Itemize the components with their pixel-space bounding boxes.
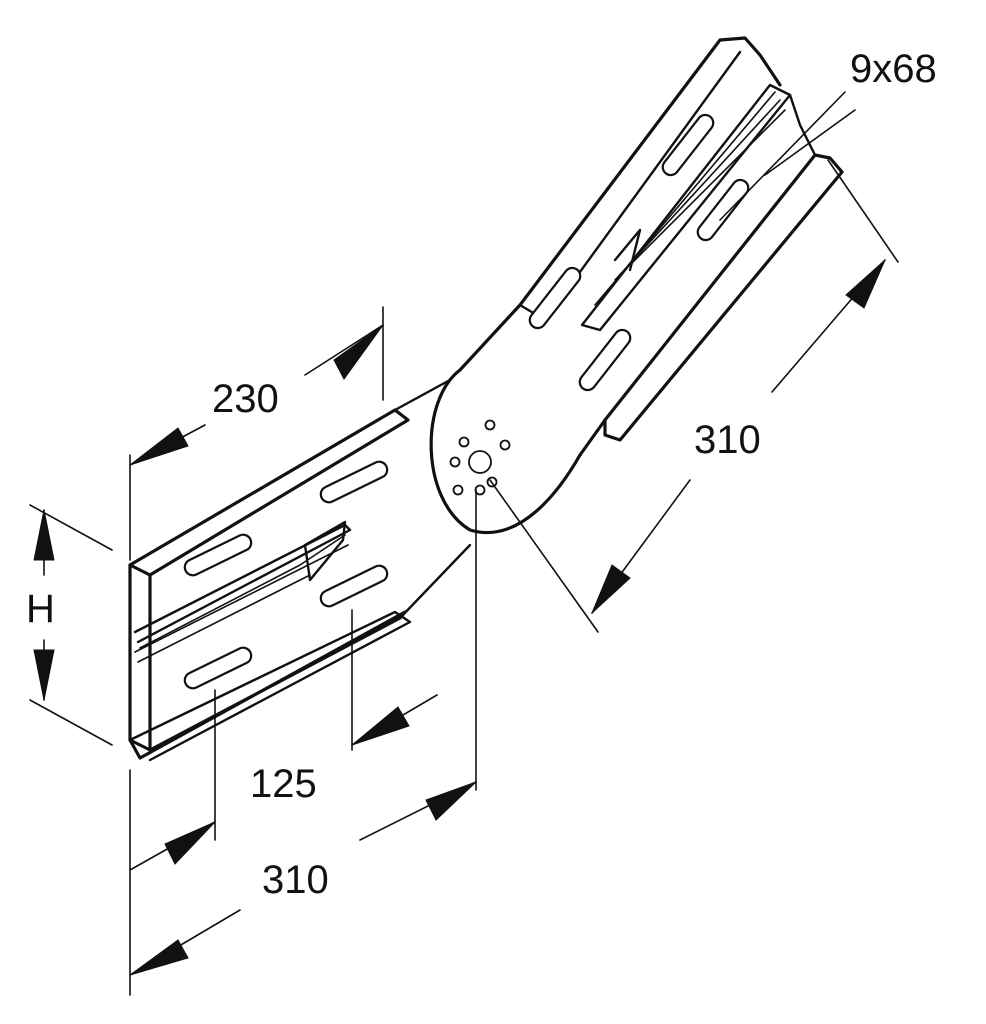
label-310-bottom: 310	[262, 858, 329, 902]
dimension-125: 125	[250, 609, 438, 806]
bolt-hole	[449, 456, 461, 468]
label-H: H	[26, 587, 55, 631]
slot-right-3	[696, 178, 750, 242]
slot-left-3	[183, 646, 253, 690]
slot-left-4	[319, 564, 389, 608]
right-arm	[458, 36, 844, 457]
dimension-230: 230	[129, 306, 384, 561]
slot-right-2	[528, 266, 582, 330]
dimension-310-right: 310	[489, 159, 899, 633]
dimension-H: H	[26, 504, 113, 746]
left-arm	[128, 378, 472, 762]
bolt-hole	[499, 439, 511, 451]
label-230: 230	[212, 377, 279, 421]
slot-right-4	[578, 328, 632, 392]
bolt-hole	[458, 436, 470, 448]
label-125: 125	[250, 762, 317, 806]
label-9x68: 9x68	[850, 47, 937, 91]
dimension-slot: 9x68	[719, 47, 937, 221]
center-hole	[468, 450, 492, 474]
bolt-hole	[474, 484, 486, 496]
dimension-310-bottom: 310	[129, 489, 477, 996]
slot-left-1	[183, 533, 253, 577]
bolt-hole	[484, 419, 496, 431]
slot-left-2	[319, 460, 389, 504]
label-310-right: 310	[694, 418, 761, 462]
bolt-hole	[452, 484, 464, 496]
hinge-plate	[429, 368, 582, 534]
slot-right-1	[661, 113, 715, 177]
